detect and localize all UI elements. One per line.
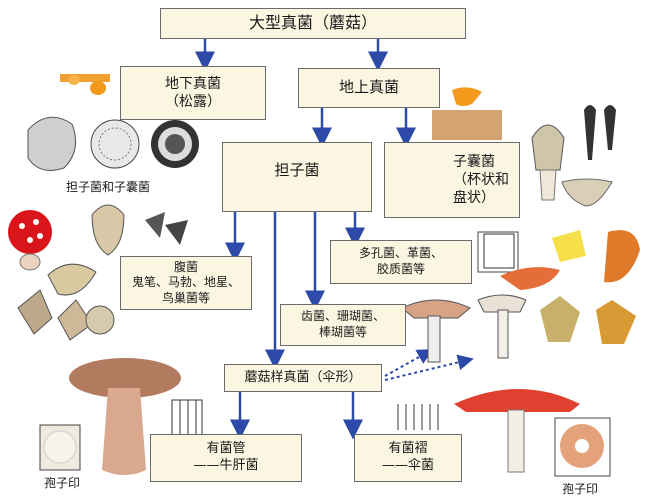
box-underground: 地下真菌 （松露） — [120, 66, 266, 120]
box-aboveground-label: 地上真菌 — [338, 78, 399, 97]
box-tooth: 齿菌、珊瑚菌、 棒瑚菌等 — [280, 304, 406, 346]
box-asco: 子囊菌 （杯状和 盘状） — [384, 142, 520, 218]
orange-truffle-icon — [60, 74, 110, 95]
box-tubes-label: 有菌管 ——牛肝菌 — [193, 441, 259, 473]
box-agaric: 蘑菇样真菌（伞形） — [224, 364, 382, 392]
box-gastero-label: 腹菌 鬼笔、马勃、地星、 鸟巢菌等 — [131, 259, 240, 305]
tube-gill-sketches — [171, 233, 515, 437]
box-underground-label: 地下真菌 （松露） — [165, 75, 221, 110]
polypore-icons — [477, 230, 640, 290]
box-polypore: 多孔菌、革菌、 胶质菌等 — [330, 240, 472, 284]
arrow-dotted-agaric-polypore — [384, 349, 434, 377]
boletus-icon — [69, 358, 181, 475]
agaric-icons — [401, 294, 636, 473]
connector-arrows — [195, 38, 416, 440]
box-root-label: 大型真菌（蘑菇） — [248, 13, 377, 33]
spore-print-right-icon — [554, 417, 611, 477]
label-spore-print-right: 孢子印 — [562, 482, 599, 496]
truffle-icons — [27, 116, 199, 171]
gasteromycetes-icons — [8, 204, 188, 341]
spore-print-left-icon — [39, 424, 81, 471]
orange-cup-icon — [432, 87, 502, 140]
box-gastero: 腹菌 鬼笔、马勃、地星、 鸟巢菌等 — [120, 256, 252, 310]
ascomycete-icons — [531, 105, 616, 207]
box-tooth-label: 齿菌、珊瑚菌、 棒瑚菌等 — [300, 309, 385, 339]
label-spore-print-left: 孢子印 — [44, 476, 81, 490]
box-basidio: 担子菌 — [222, 142, 372, 212]
label-basidio-asco: 担子菌和子囊菌 — [66, 180, 151, 194]
box-basidio-label: 担子菌 — [274, 161, 320, 179]
box-root: 大型真菌（蘑菇） — [160, 8, 466, 39]
box-asco-label: 子囊菌 （杯状和 盘状） — [453, 153, 509, 207]
box-aboveground: 地上真菌 — [298, 68, 440, 108]
box-tubes: 有菌管 ——牛肝菌 — [150, 434, 302, 482]
box-polypore-label: 多孔菌、革菌、 胶质菌等 — [358, 246, 443, 276]
arrow-dotted-agaric-gills-photo — [384, 354, 474, 381]
box-gills-label: 有菌褶 ——伞菌 — [381, 441, 434, 473]
box-agaric-label: 蘑菇样真菌（伞形） — [244, 369, 362, 385]
box-gills: 有菌褶 ——伞菌 — [354, 434, 462, 482]
